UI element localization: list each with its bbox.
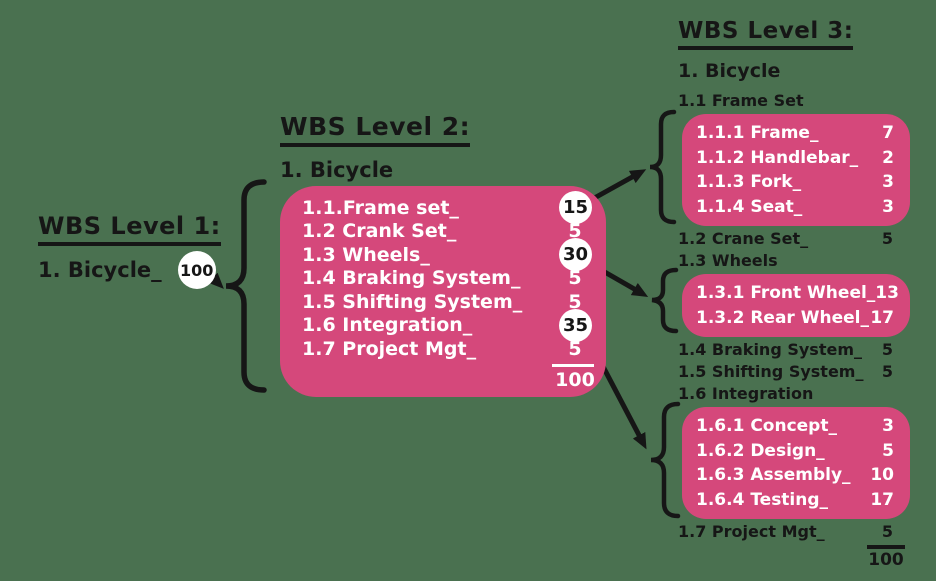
row-value: 3 <box>882 196 894 217</box>
row-value: 5 <box>881 229 893 248</box>
level1-heading: WBS Level 1: <box>38 212 221 246</box>
section-header-wheels: 1.3 Wheels <box>678 251 778 270</box>
section-header-integration: 1.6 Integration <box>678 384 814 403</box>
row-label: 1.2 Crank Set_ <box>302 220 457 243</box>
row-label: 1.7 Project Mgt_ <box>678 522 825 541</box>
row-label: 1.5 Shifting System_ <box>678 362 864 381</box>
brace-wheels <box>651 267 679 334</box>
table-row: 1.6.4 Testing_ 17 <box>696 488 894 513</box>
table-row: 1.1.4 Seat_ 3 <box>696 195 894 220</box>
level3-heading: WBS Level 3: <box>678 18 854 50</box>
row-label: 1.3.2 Rear Wheel_ <box>696 307 869 328</box>
table-row: 1.1.3 Fork_ 3 <box>696 170 894 195</box>
value-badge-15: 15 <box>559 191 592 225</box>
row-label: 1.1.Frame set_ <box>302 196 459 219</box>
row-label: 1.4 Braking System_ <box>302 267 521 290</box>
brace-integration <box>650 401 681 519</box>
table-row: 1.6.3 Assembly_ 10 <box>696 463 894 488</box>
table-row: 1.1.Frame set_ 15 <box>302 191 598 225</box>
integration-box: 1.6.1 Concept_ 3 1.6.2 Design_ 5 1.6.3 A… <box>682 407 910 519</box>
row-value: 17 <box>870 489 894 510</box>
table-row: 1.3.2 Rear Wheel_ 17 <box>696 306 894 331</box>
frame-set-box: 1.1.1 Frame_ 7 1.1.2 Handlebar_ 2 1.1.3 … <box>682 114 910 226</box>
row-value: 5 <box>568 220 582 243</box>
row-value: 5 <box>881 522 893 541</box>
row-label: 1.6.4 Testing_ <box>696 489 829 510</box>
table-row: 1.5 Shifting System_ 5 <box>302 290 598 314</box>
table-row: 1.2 Crane Set_ 5 <box>678 228 914 250</box>
row-label: 1.3 Wheels_ <box>302 243 430 266</box>
row-value: 5 <box>882 440 894 461</box>
row-value: 5 <box>881 340 893 359</box>
row-value: 5 <box>568 267 582 290</box>
row-value: 7 <box>882 123 894 144</box>
value-badge-35: 35 <box>559 308 592 342</box>
brace-frame-set <box>649 109 677 225</box>
table-row: 1.2 Crank Set_ 5 <box>302 220 598 244</box>
row-value: 17 <box>870 307 894 328</box>
row-value: 3 <box>882 172 894 193</box>
table-row: 1.4 Braking System_ 5 <box>302 267 598 291</box>
row-value: 5 <box>568 337 582 360</box>
row-value: 5 <box>568 290 582 313</box>
table-row: 1.7 Project Mgt_ 5 <box>678 521 914 543</box>
level3-column: WBS Level 3: 1. Bicycle 1.1 Frame Set 1.… <box>678 18 914 571</box>
table-row: 1.5 Shifting System_ 5 <box>678 361 914 383</box>
row-label: 1.1.2 Handlebar_ <box>696 147 859 168</box>
row-label: 1.1.4 Seat_ <box>696 196 803 217</box>
row-value: 5 <box>881 362 893 381</box>
row-label: 1.1.1 Frame_ <box>696 123 819 144</box>
sum-divider <box>867 545 905 549</box>
level2-total: 100 <box>555 368 595 391</box>
table-row: 1.1.2 Handlebar_ 2 <box>696 146 894 171</box>
row-label: 1.7 Project Mgt_ <box>302 337 477 360</box>
level3-total: 100 <box>868 550 904 570</box>
level1-item-label: 1. Bicycle_ <box>38 258 162 282</box>
row-value: 10 <box>870 465 894 486</box>
row-label: 1.2 Crane Set_ <box>678 229 809 248</box>
row-value: 13 <box>875 283 899 304</box>
table-row: 1.6.1 Concept_ 3 <box>696 414 894 439</box>
row-label: 1.6.2 Design_ <box>696 440 825 461</box>
table-row: 1.1.1 Frame_ 7 <box>696 121 894 146</box>
row-label: 1.6 Integration_ <box>302 314 473 337</box>
row-label: 1.5 Shifting System_ <box>302 290 523 313</box>
table-row: 1.4 Braking System_ 5 <box>678 339 914 361</box>
brace-level2 <box>225 179 267 393</box>
level2-heading: WBS Level 2: <box>280 112 471 147</box>
level3-parent-label: 1. Bicycle <box>678 60 781 82</box>
table-row: 1.6.2 Design_ 5 <box>696 439 894 464</box>
level2-box: 1.1.Frame set_ 15 1.2 Crank Set_ 5 1.3 W… <box>280 186 606 397</box>
sum-divider <box>552 363 594 367</box>
level2-parent-label: 1. Bicycle <box>280 158 394 182</box>
level2-column: WBS Level 2: 1. Bicycle 1.1.Frame set_ 1… <box>280 112 606 397</box>
level1-column: WBS Level 1: 1. Bicycle_ 100 <box>38 212 221 289</box>
level1-value-badge: 100 <box>177 251 216 289</box>
row-label: 1.1.3 Fork_ <box>696 172 802 193</box>
row-label: 1.4 Braking System_ <box>678 340 862 359</box>
row-value: 3 <box>882 416 894 437</box>
row-label: 1.6.3 Assembly_ <box>696 465 851 486</box>
wheels-box: 1.3.1 Front Wheel_ 13 1.3.2 Rear Wheel_ … <box>682 274 910 337</box>
level1-item: 1. Bicycle_ 100 <box>38 251 221 289</box>
table-row: 1.6 Integration_ 35 <box>302 308 598 342</box>
row-value: 2 <box>882 147 894 168</box>
table-row: 1.7 Project Mgt_ 5 <box>302 337 598 361</box>
table-row: 1.3 Wheels_ 30 <box>302 238 598 272</box>
section-header-frame-set: 1.1 Frame Set <box>678 91 804 110</box>
value-badge-30: 30 <box>559 238 592 272</box>
row-label: 1.3.1 Front Wheel_ <box>696 283 876 304</box>
table-row: 1.3.1 Front Wheel_ 13 <box>696 281 899 306</box>
row-label: 1.6.1 Concept_ <box>696 416 837 437</box>
